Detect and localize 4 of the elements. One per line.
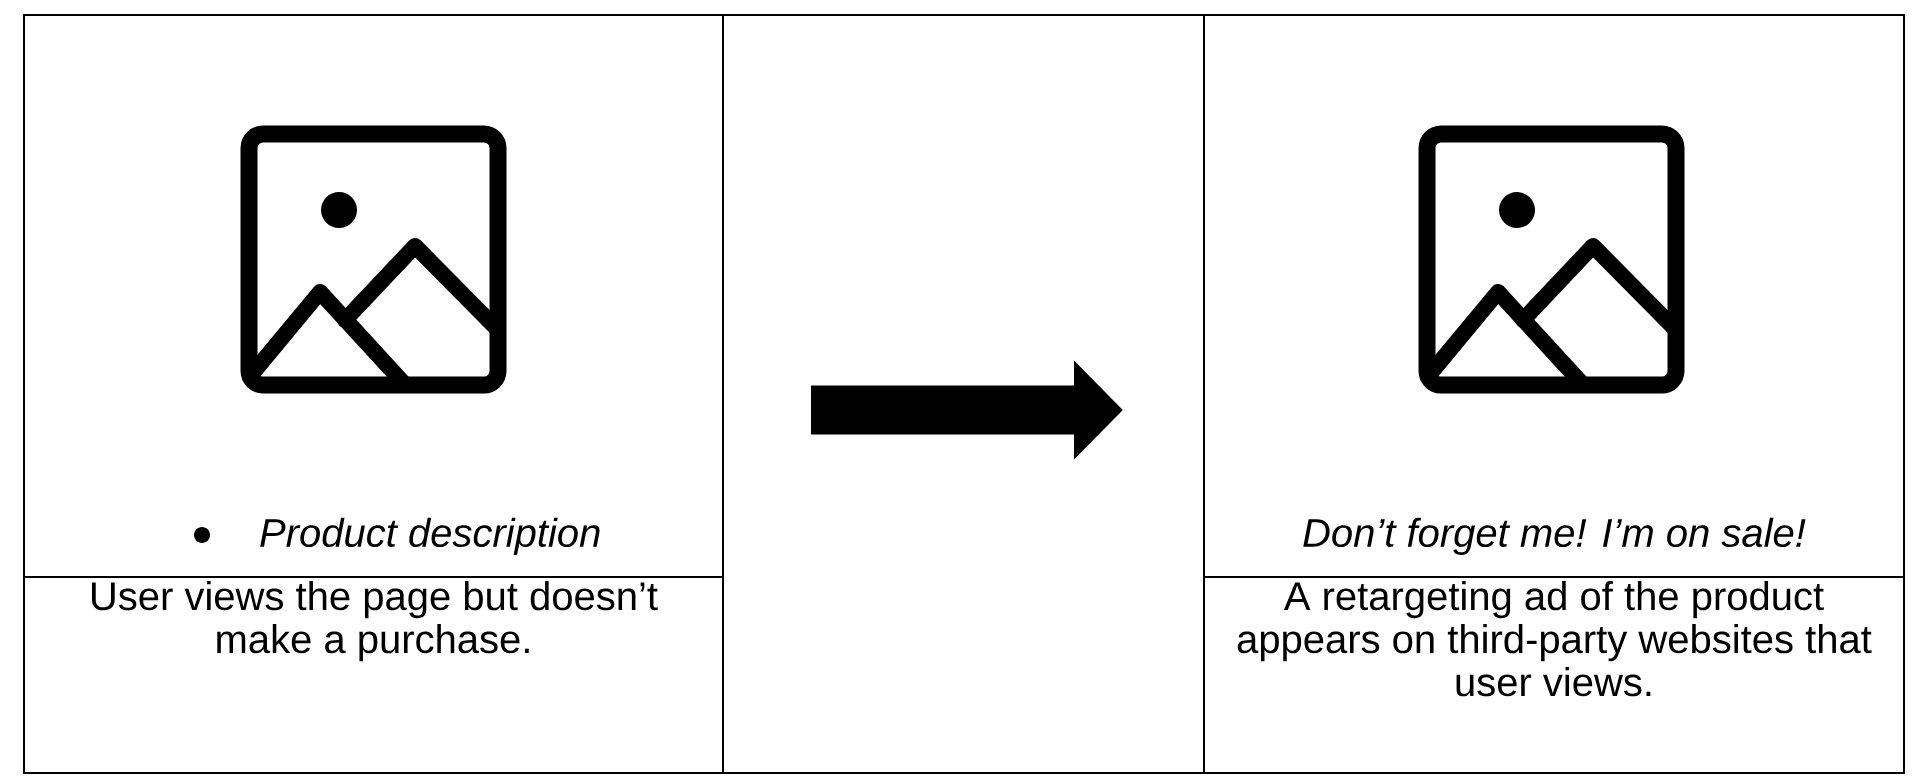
image-card: Product description [23, 14, 724, 578]
table-cell: User views the page but doesn’t make a purchase. [23, 576, 724, 774]
image-card: Don’t forget me! I’m on sale! [1203, 14, 1905, 578]
table-cell: A retargeting ad of the product appears on third-party websites that user views. [1203, 576, 1905, 774]
